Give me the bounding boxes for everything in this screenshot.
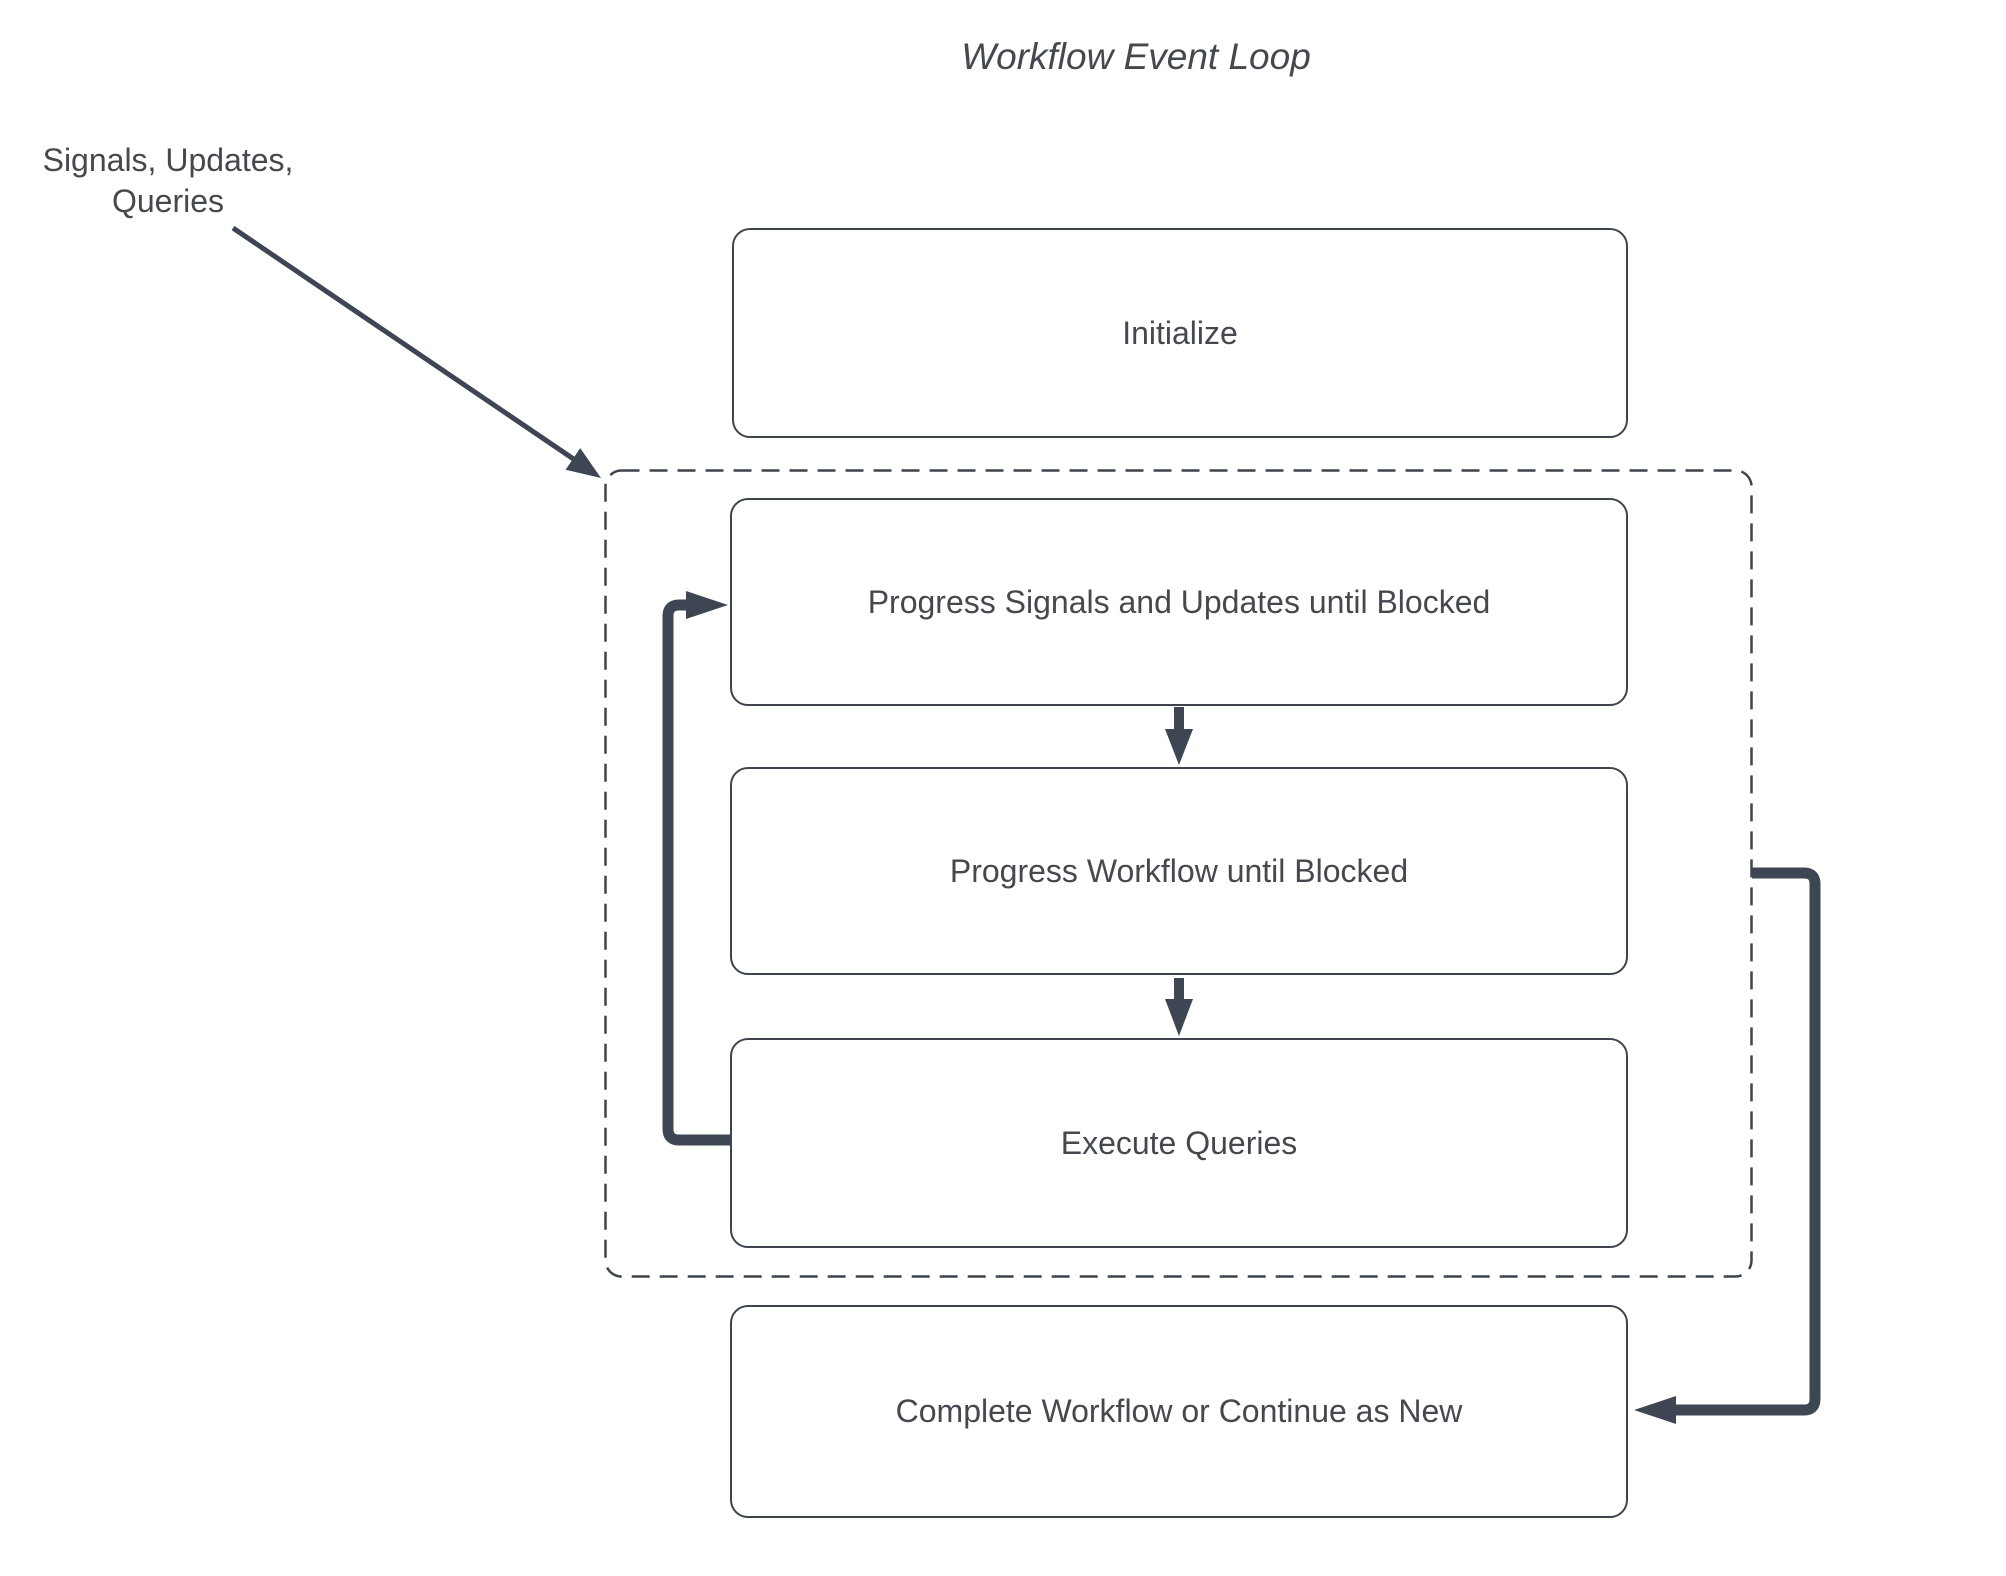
signals-updates-queries-label: Signals, Updates, Queries <box>22 140 314 222</box>
node-execute-queries: Execute Queries <box>730 1038 1628 1248</box>
arrow-execute-queries-loop-back <box>662 591 730 1146</box>
arrow-event-loop-to-complete <box>1634 867 1821 1424</box>
node-initialize: Initialize <box>732 228 1628 438</box>
node-progress-signals-label: Progress Signals and Updates until Block… <box>867 583 1491 620</box>
arrow-progress-signals-to-progress-workflow <box>1165 707 1193 765</box>
arrow-signals-to-event-loop <box>231 225 601 478</box>
diagram-title: Workflow Event Loop <box>961 36 1311 77</box>
node-progress-workflow: Progress Workflow until Blocked <box>730 767 1628 975</box>
node-complete-workflow: Complete Workflow or Continue as New <box>730 1305 1628 1518</box>
node-progress-signals-and-updates: Progress Signals and Updates until Block… <box>730 498 1628 706</box>
event-loop-dashed-boundary <box>604 469 1753 1278</box>
annotation-line-2: Queries <box>111 183 225 219</box>
node-complete-workflow-label: Complete Workflow or Continue as New <box>895 1393 1463 1429</box>
node-execute-queries-label: Execute Queries <box>1060 1124 1298 1161</box>
node-progress-workflow-label: Progress Workflow until Blocked <box>949 852 1409 889</box>
node-initialize-label: Initialize <box>1122 314 1238 351</box>
arrow-progress-workflow-to-execute-queries <box>1165 978 1193 1036</box>
annotation-line-1: Signals, Updates, <box>42 142 294 178</box>
